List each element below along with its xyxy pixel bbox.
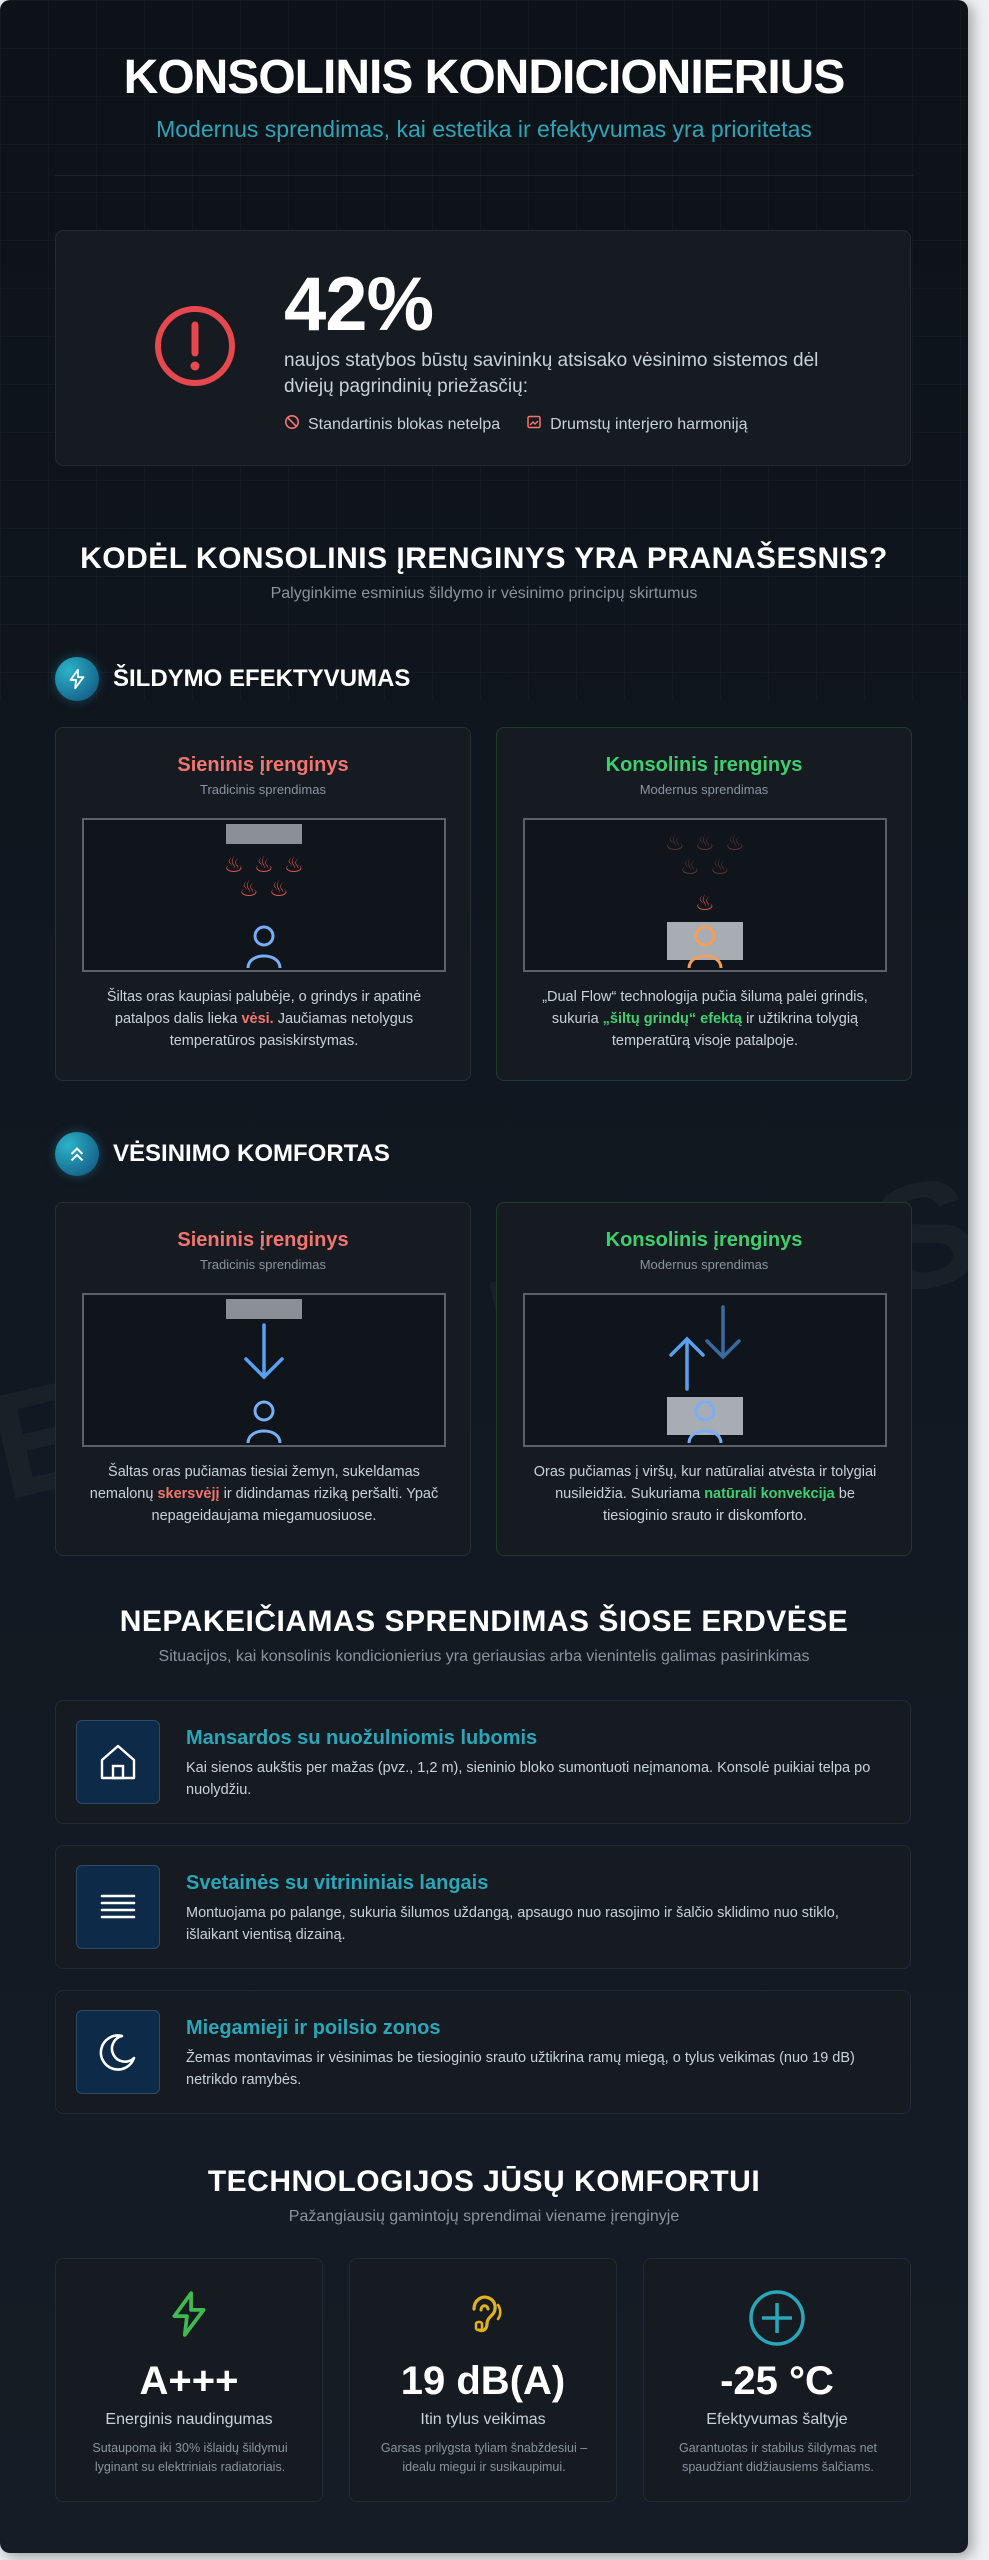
stat-reasons: Standartinis blokas netelpa Drumstų inte… — [284, 414, 748, 435]
double-chevron-up-icon — [55, 1132, 99, 1176]
card-subtitle: Tradicinis sprendimas — [200, 782, 326, 797]
card-description: Šiltas oras kaupiasi palubėje, o grindys… — [106, 989, 422, 1049]
cooling-heading: VĖSINIMO KOMFORTAS — [55, 1132, 390, 1176]
plus-circle-icon — [644, 2289, 910, 2347]
space-text: Žemas montavimas ir vėsinimas be tiesiog… — [186, 2050, 855, 2088]
cooling-console-card: Konsolinis įrenginys Modernus sprendimas — [496, 1202, 912, 1556]
room-illustration — [523, 1293, 887, 1447]
svg-text:♨: ♨ — [680, 855, 700, 880]
lightning-icon — [55, 657, 99, 701]
reason-label: Drumstų interjero harmoniją — [550, 415, 748, 433]
space-text: Kai sienos aukštis per mažas (pvz., 1,2 … — [186, 1760, 871, 1798]
spaces-section-subtitle: Situacijos, kai konsolinis kondicionieri… — [158, 1648, 810, 1665]
room-illustration: ♨♨♨ ♨♨ — [82, 818, 446, 972]
card-description: Šaltas oras pučiamas tiesiai žemyn, suke… — [89, 1464, 439, 1524]
infographic-page: ESINIMAS L KONSOLINIS KONDICIONIERIUS Mo… — [0, 0, 968, 2553]
tech-label: Energinis naudingumas — [105, 2411, 273, 2428]
tech-description: Garantuotas ir stabilus šildymas net spa… — [678, 2441, 877, 2474]
card-title: Konsolinis įrenginys — [605, 754, 803, 776]
svg-text:♨: ♨ — [269, 877, 289, 902]
reason-item: Drumstų interjero harmoniją — [526, 414, 748, 435]
card-title: Sieninis įrenginys — [177, 754, 349, 776]
space-card-attic: Mansardos su nuožulniomis lubomis Kai si… — [55, 1700, 911, 1824]
card-subtitle: Tradicinis sprendimas — [200, 1257, 326, 1272]
menu-lines-icon — [76, 1865, 160, 1949]
svg-text:♨: ♨ — [665, 831, 685, 856]
page-subtitle: Modernus sprendimas, kai estetika ir efe… — [156, 116, 812, 142]
heating-title: ŠILDYMO EFEKTYVUMAS — [113, 665, 411, 692]
tech-card-energy: A+++ Energinis naudingumas Sutaupoma iki… — [55, 2258, 323, 2502]
card-subtitle: Modernus sprendimas — [639, 782, 769, 797]
card-title: Konsolinis įrenginys — [605, 1229, 803, 1251]
header-divider — [55, 175, 913, 176]
cooling-title: VĖSINIMO KOMFORTAS — [113, 1140, 390, 1167]
tech-section-subtitle: Pažangiausių gamintojų sprendimai vienam… — [288, 2208, 680, 2225]
tech-value: -25 °C — [720, 2359, 834, 2403]
card-subtitle: Modernus sprendimas — [639, 1257, 769, 1272]
house-icon — [76, 1720, 160, 1804]
page-title: KONSOLINIS KONDICIONIERIUS — [123, 51, 846, 104]
ear-icon — [350, 2289, 616, 2339]
tech-card-cold: -25 °C Efektyvumas šaltyje Garantuotas i… — [643, 2258, 911, 2502]
svg-text:♨: ♨ — [224, 853, 244, 878]
tech-description: Sutaupoma iki 30% išlaidų šildymui lygin… — [92, 2441, 288, 2474]
heating-console-card: Konsolinis įrenginys Modernus sprendimas… — [496, 727, 912, 1081]
card-description: Oras pučiamas į viršų, kur natūraliai at… — [533, 1464, 877, 1524]
reason-item: Standartinis blokas netelpa — [284, 414, 500, 435]
heating-heading: ŠILDYMO EFEKTYVUMAS — [55, 657, 410, 701]
tech-description: Garsas prilygsta tyliam šnabždesiui – id… — [380, 2441, 588, 2474]
broken-image-icon — [526, 414, 542, 435]
svg-text:♨: ♨ — [710, 855, 730, 880]
room-illustration: ♨♨♨ ♨♨ ♨ — [523, 818, 887, 972]
svg-text:♨: ♨ — [284, 853, 304, 878]
tech-card-quiet: 19 dB(A) Itin tylus veikimas Garsas pril… — [349, 2258, 617, 2502]
tech-label: Efektyvumas šaltyje — [706, 2411, 848, 2428]
card-title: Sieninis įrenginys — [177, 1229, 349, 1251]
svg-text:♨: ♨ — [695, 891, 715, 916]
prohibited-icon — [284, 414, 300, 435]
room-illustration — [82, 1293, 446, 1447]
cooling-wall-card: Sieninis įrenginys Tradicinis sprendimas… — [55, 1202, 471, 1556]
space-title: Svetainės su vitrininiais langais — [186, 1872, 489, 1894]
space-card-living-room: Svetainės su vitrininiais langais Montuo… — [55, 1845, 911, 1969]
why-section-subtitle: Palyginkime esminius šildymo ir vėsinimo… — [270, 585, 698, 602]
heating-wall-card: Sieninis įrenginys Tradicinis sprendimas… — [55, 727, 471, 1081]
space-title: Miegamieji ir poilsio zonos — [186, 2017, 441, 2039]
card-description: „Dual Flow“ technologija pučia šilumą pa… — [542, 989, 868, 1049]
space-title: Mansardos su nuožulniomis lubomis — [186, 1727, 538, 1749]
spaces-section-title: NEPAKEIČIAMAS SPRENDIMAS ŠIOSE ERDVĖSE — [119, 1605, 849, 1638]
svg-text:♨: ♨ — [725, 831, 745, 856]
svg-text:♨: ♨ — [695, 831, 715, 856]
reason-label: Standartinis blokas netelpa — [308, 415, 501, 433]
why-section-title: KODĖL KONSOLINIS ĮRENGINYS YRA PRANAŠESN… — [80, 542, 888, 575]
stat-number: 42% — [284, 262, 434, 347]
tech-value: 19 dB(A) — [400, 2359, 566, 2403]
tech-section-title: TECHNOLOGIJOS JŪSŲ KOMFORTUI — [207, 2165, 761, 2198]
lightning-icon — [56, 2289, 322, 2339]
svg-text:♨: ♨ — [254, 853, 274, 878]
space-text: Montuojama po palange, sukuria šilumos u… — [186, 1905, 839, 1943]
space-card-bedroom: Miegamieji ir poilsio zonos Žemas montav… — [55, 1990, 911, 2114]
stat-text: naujos statybos būstų savininkų atsisako… — [284, 350, 819, 397]
tech-value: A+++ — [139, 2359, 239, 2403]
stat-card: 42% naujos statybos būstų savininkų atsi… — [55, 230, 911, 466]
alert-circle-icon — [152, 303, 238, 389]
moon-icon — [76, 2010, 160, 2094]
tech-label: Itin tylus veikimas — [420, 2411, 546, 2428]
svg-text:♨: ♨ — [239, 877, 259, 902]
